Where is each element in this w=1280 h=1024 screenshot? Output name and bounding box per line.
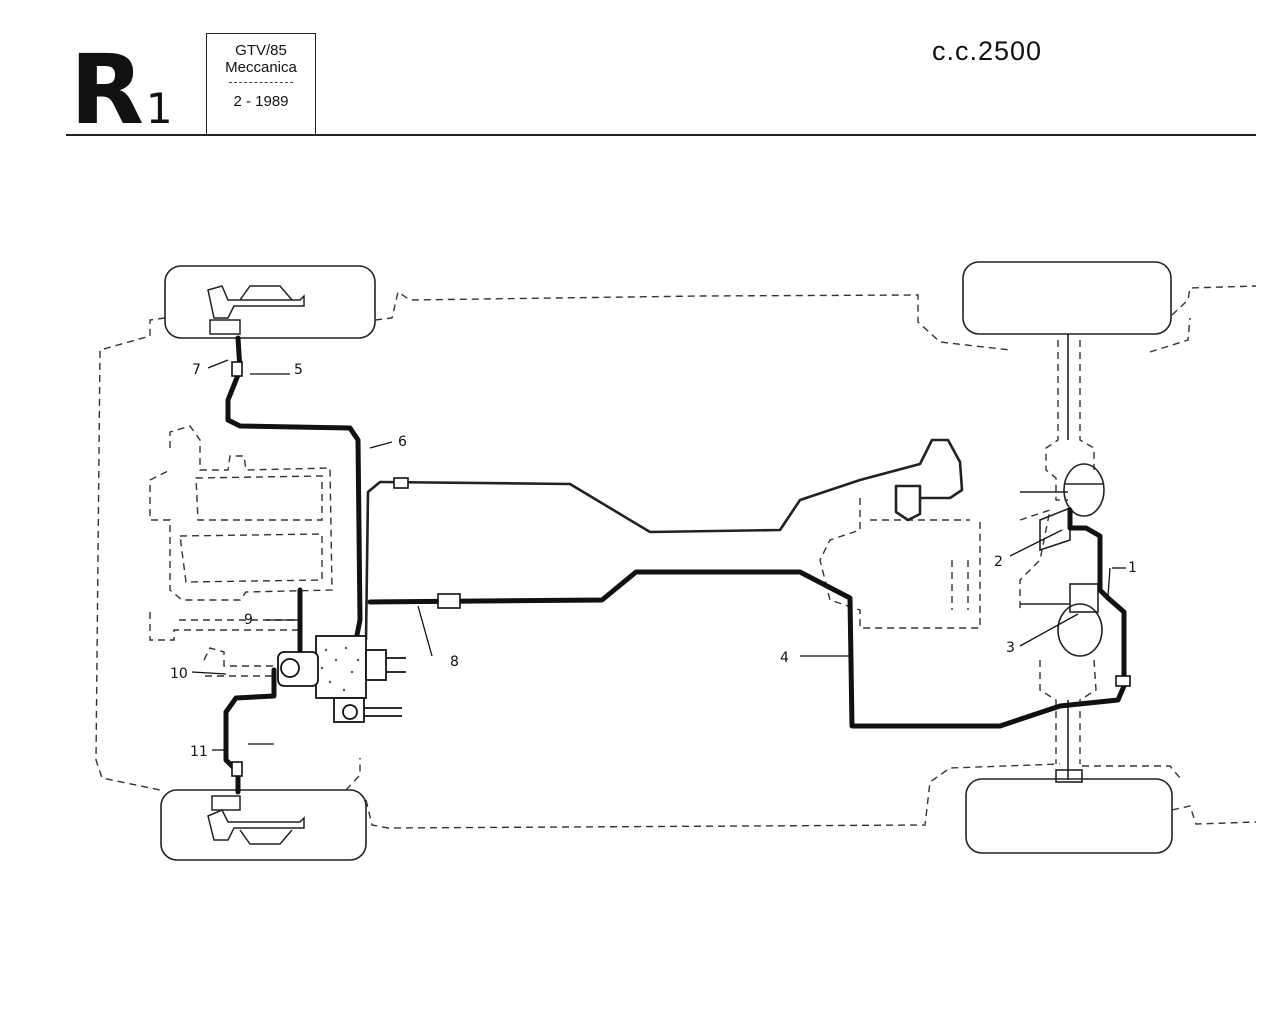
- brake-line-front-left: [225, 335, 363, 643]
- wheel-front-left: [164, 265, 376, 339]
- callout-6: 6: [398, 434, 407, 450]
- callout-9: 9: [244, 612, 253, 628]
- info-divider: [229, 82, 293, 83]
- callout-2: 2: [994, 554, 1003, 570]
- brake-line-rear-branch: [1067, 507, 1111, 601]
- fittings: [231, 361, 1131, 777]
- wheel-rear-left: [962, 261, 1172, 335]
- section-number: 1: [145, 84, 173, 133]
- brake-lines: [223, 335, 1127, 795]
- wheel-front-right: [160, 789, 367, 861]
- rear-axle-assembly: [1020, 334, 1105, 783]
- callout-11: 11: [190, 744, 208, 760]
- front-caliper-right: [207, 795, 305, 845]
- front-caliper-left: [207, 285, 305, 335]
- header-rule: [66, 134, 1256, 136]
- master-cylinder: [277, 635, 406, 723]
- callout-1: 1: [1128, 560, 1137, 576]
- section-letter: R: [70, 34, 144, 146]
- callout-5: 5: [294, 362, 303, 378]
- category-label: Meccanica: [225, 59, 297, 76]
- section-code: R1: [70, 42, 173, 138]
- info-box: GTV/85 Meccanica 2 - 1989: [206, 33, 316, 136]
- body-outline: [95, 285, 1257, 829]
- callout-10: 10: [170, 666, 188, 682]
- model-label: GTV/85: [235, 42, 287, 59]
- callout-leaders: [191, 359, 1126, 751]
- master-cylinder-texture: [320, 646, 360, 692]
- wheel-rear-right: [965, 778, 1173, 854]
- callouts: 1 2 3 4 5 6 7 8 9 10 11: [170, 362, 1137, 760]
- displacement-label: c.c.2500: [932, 36, 1043, 66]
- callout-3: 3: [1006, 640, 1015, 656]
- brake-line-rear: [367, 569, 1127, 729]
- callout-7: 7: [192, 362, 201, 378]
- date-label: 2 - 1989: [233, 93, 289, 110]
- servo-line: [364, 438, 964, 641]
- callout-8: 8: [450, 654, 459, 670]
- callout-4: 4: [780, 650, 789, 666]
